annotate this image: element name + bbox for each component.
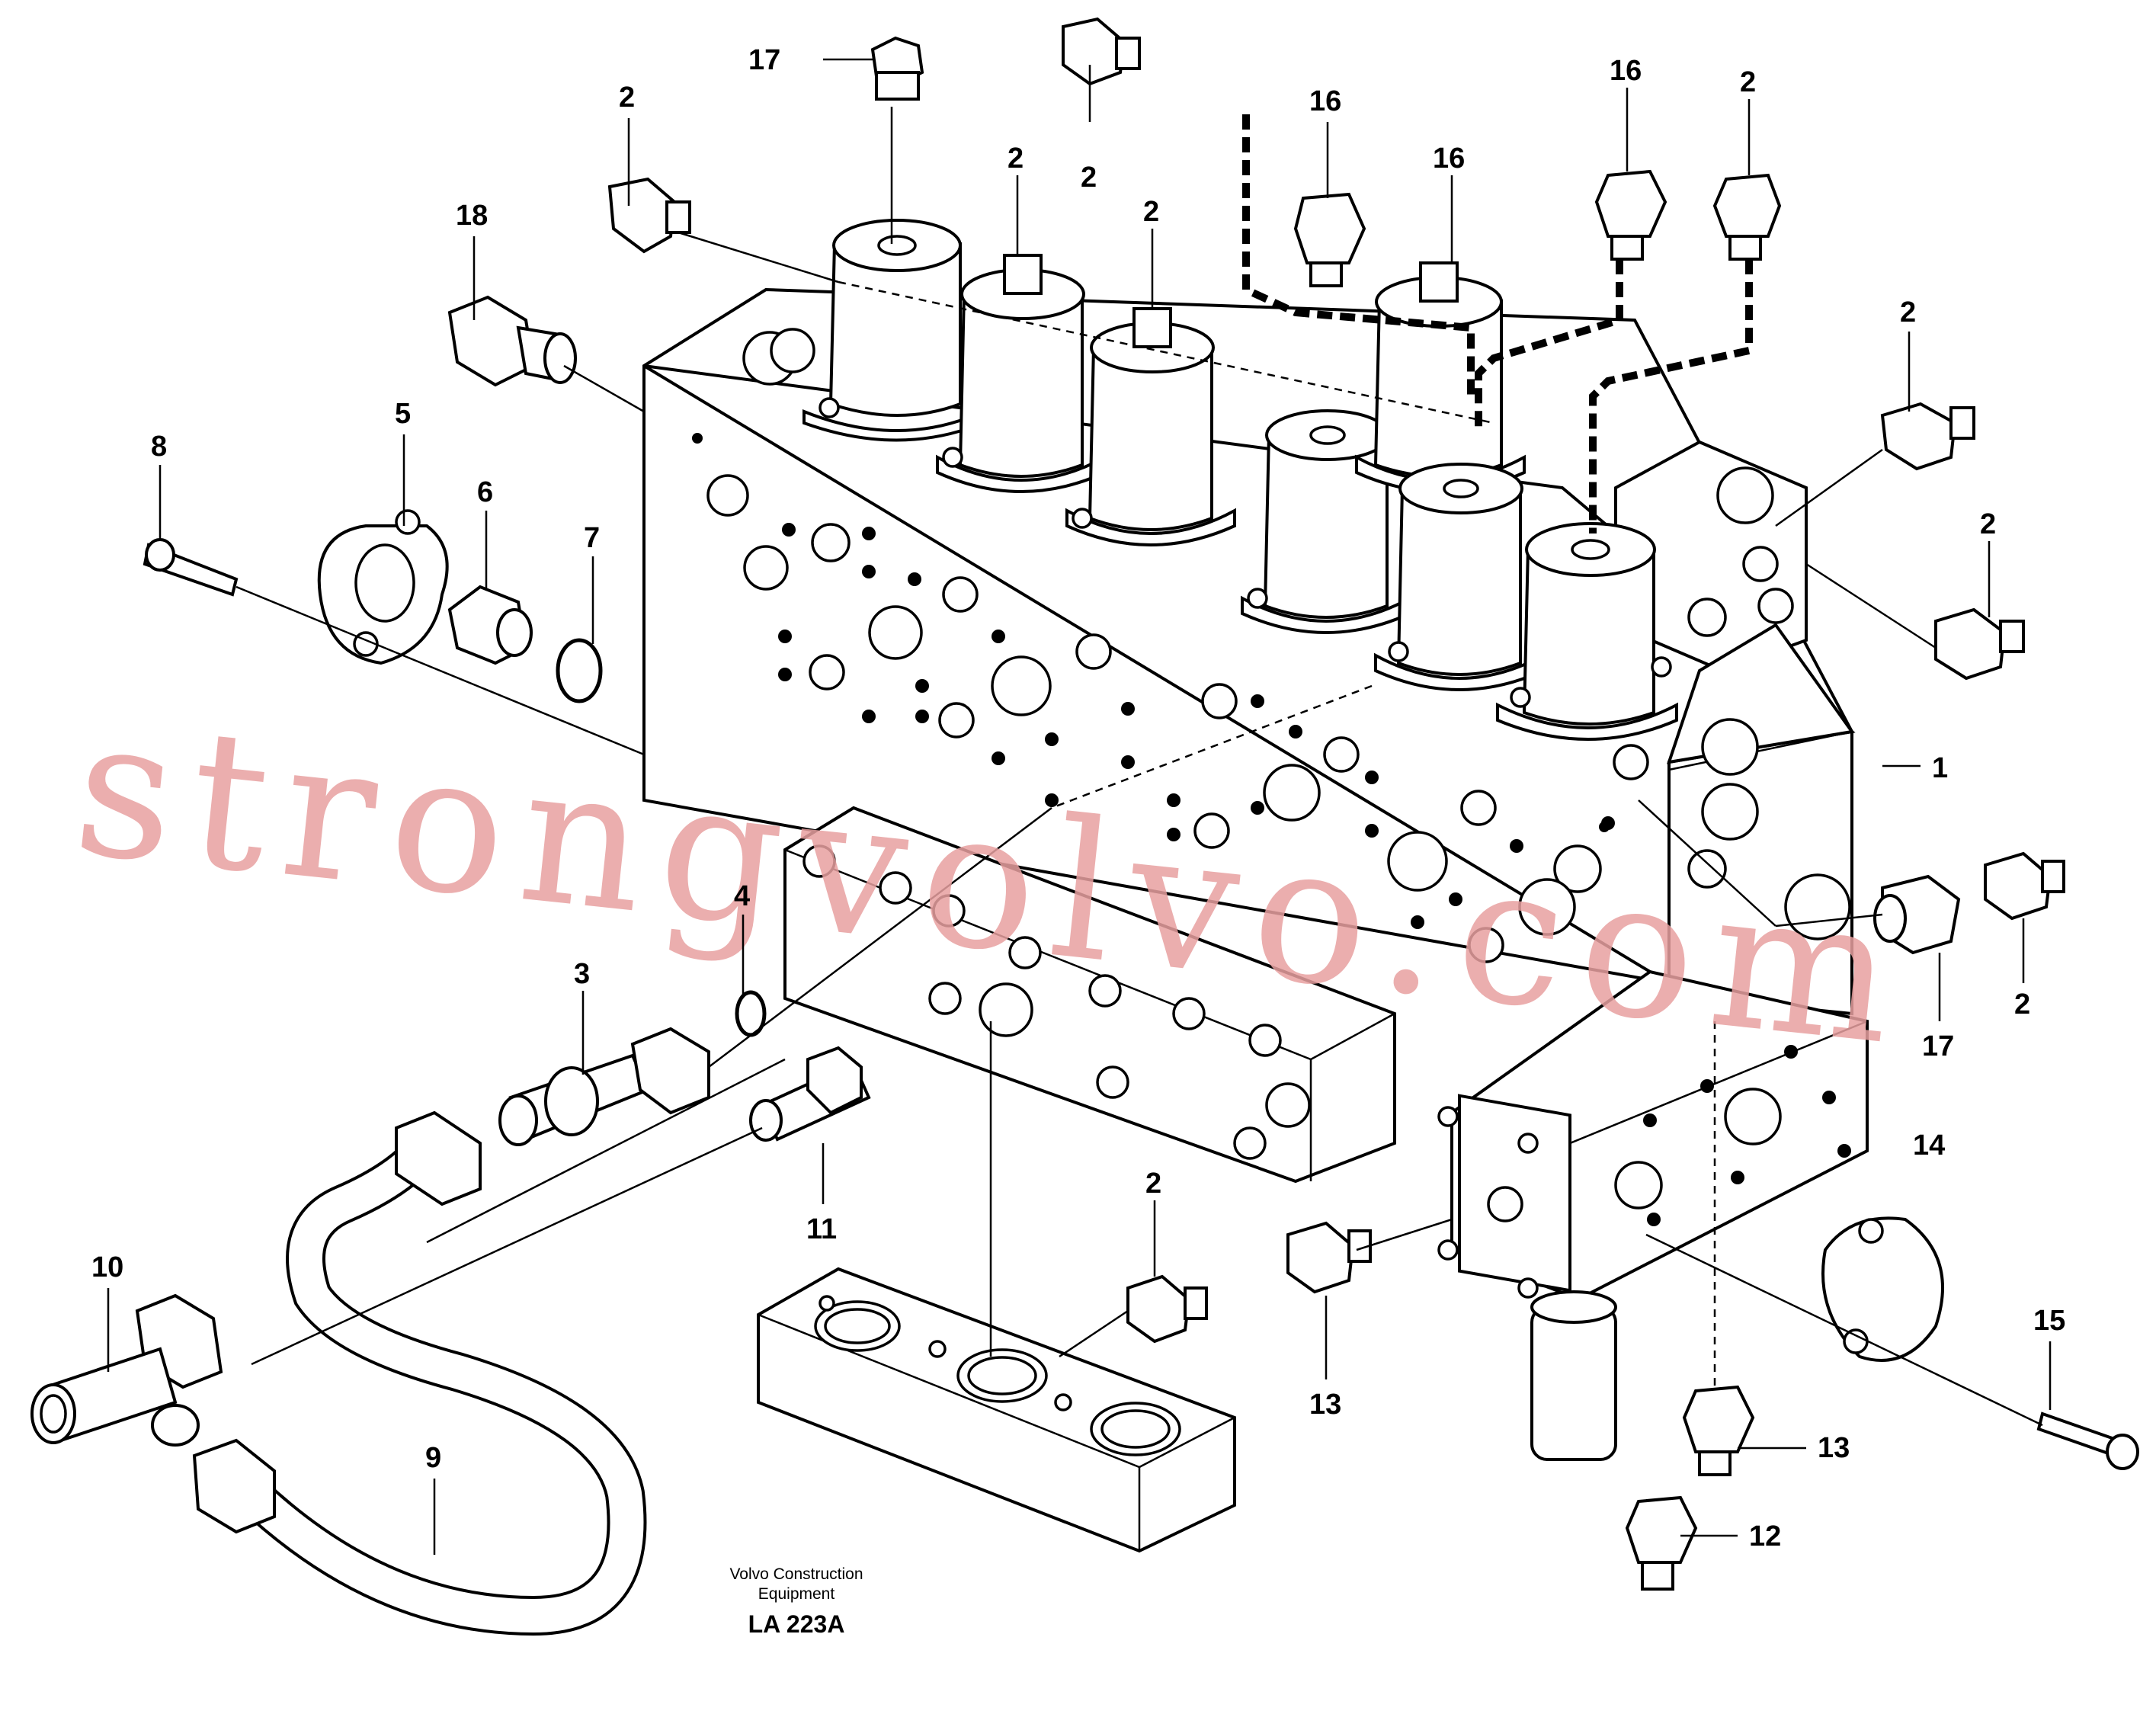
callout-17: 17 bbox=[748, 44, 780, 76]
caption-publisher-line2: Equipment bbox=[758, 1585, 835, 1603]
solenoid-cap-6 bbox=[1374, 463, 1545, 691]
callout-10: 10 bbox=[91, 1251, 123, 1283]
callout-5: 5 bbox=[395, 398, 411, 430]
lower-manifold-block bbox=[783, 806, 1396, 1184]
nipple-2-b bbox=[1062, 17, 1141, 86]
callout-8: 8 bbox=[151, 431, 167, 463]
nipple-12 bbox=[1625, 1495, 1698, 1591]
callout-9: 9 bbox=[425, 1442, 441, 1474]
callout-2: 2 bbox=[1081, 162, 1097, 194]
nipple-2-a bbox=[607, 177, 691, 254]
callout-17: 17 bbox=[1922, 1030, 1954, 1062]
caption-drawing-code: LA 223A bbox=[748, 1610, 845, 1638]
callout-6: 6 bbox=[477, 476, 493, 508]
solenoid-caps bbox=[802, 219, 1678, 741]
adapter-11 bbox=[749, 1046, 871, 1142]
nipple-2-d bbox=[1880, 402, 1975, 471]
plug-17-top bbox=[870, 36, 924, 101]
pipe-assembly bbox=[30, 1110, 647, 1636]
solenoid-cap-7 bbox=[1496, 522, 1678, 741]
adapter-18 bbox=[447, 295, 577, 387]
nipple-2-f bbox=[1984, 851, 2065, 921]
callout-2: 2 bbox=[1900, 296, 1916, 328]
nipple-16-a bbox=[1293, 192, 1366, 287]
plug-6 bbox=[447, 585, 533, 665]
callout-2: 2 bbox=[619, 82, 635, 114]
solenoid-cap-3 bbox=[1065, 307, 1236, 546]
callout-11: 11 bbox=[806, 1213, 837, 1245]
plug-17-right bbox=[1873, 874, 1961, 955]
solenoid-cap-2 bbox=[936, 254, 1107, 493]
nipple-13-b bbox=[1682, 1385, 1755, 1476]
valve-block-ports bbox=[692, 328, 1851, 963]
side-sub-block bbox=[1437, 969, 1869, 1299]
nipple-2-c bbox=[1712, 173, 1782, 261]
nipple-2-g bbox=[1126, 1274, 1208, 1344]
flange-14 bbox=[1821, 1216, 1944, 1362]
callout-16: 16 bbox=[1309, 85, 1341, 117]
caption-publisher-line1: Volvo Construction bbox=[729, 1565, 863, 1583]
callout-7: 7 bbox=[584, 522, 600, 554]
screw-8 bbox=[143, 538, 239, 597]
solenoid-cap-4 bbox=[1241, 409, 1411, 634]
callout-18: 18 bbox=[456, 200, 488, 232]
assembly-lines bbox=[235, 107, 2043, 1427]
callout-3: 3 bbox=[574, 958, 590, 990]
callout-2: 2 bbox=[2014, 988, 2030, 1020]
solenoid-cap-5 bbox=[1355, 261, 1526, 493]
callout-15: 15 bbox=[2033, 1305, 2065, 1337]
pilot-hoses bbox=[1242, 114, 1753, 533]
callout-16: 16 bbox=[1433, 143, 1465, 175]
drawing-caption: Volvo Construction Equipment LA 223A bbox=[729, 1565, 863, 1638]
callout-1: 1 bbox=[1932, 752, 1948, 784]
nipple-16-b bbox=[1594, 169, 1667, 261]
bottom-gasket-plate bbox=[757, 1267, 1236, 1553]
callout-2: 2 bbox=[1980, 508, 1996, 540]
callout-13: 13 bbox=[1309, 1389, 1341, 1421]
callout-2: 2 bbox=[1740, 66, 1756, 98]
callout-12: 12 bbox=[1749, 1520, 1781, 1552]
callout-13: 13 bbox=[1818, 1432, 1850, 1464]
adapter-3 bbox=[498, 1027, 710, 1146]
nipple-13-a bbox=[1286, 1221, 1372, 1294]
callout-14: 14 bbox=[1913, 1129, 1945, 1161]
callout-leaders bbox=[107, 58, 2052, 1555]
flange-5 bbox=[317, 509, 449, 665]
nipple-2-e bbox=[1934, 607, 2025, 681]
callout-4: 4 bbox=[734, 880, 750, 912]
callout-2: 2 bbox=[1008, 143, 1024, 175]
screw-15 bbox=[2036, 1411, 2139, 1470]
o-ring-7 bbox=[556, 638, 603, 703]
threaded-plug bbox=[1530, 1290, 1617, 1461]
callout-2: 2 bbox=[1145, 1168, 1161, 1200]
callout-labels: 17 2 2 2 2 16 16 16 2 2 2 18 5 6 7 8 1 1… bbox=[91, 44, 2065, 1552]
callout-2: 2 bbox=[1143, 196, 1159, 228]
solenoid-cap-1 bbox=[802, 219, 985, 442]
callout-16: 16 bbox=[1610, 55, 1642, 87]
fittings bbox=[143, 17, 2139, 1591]
